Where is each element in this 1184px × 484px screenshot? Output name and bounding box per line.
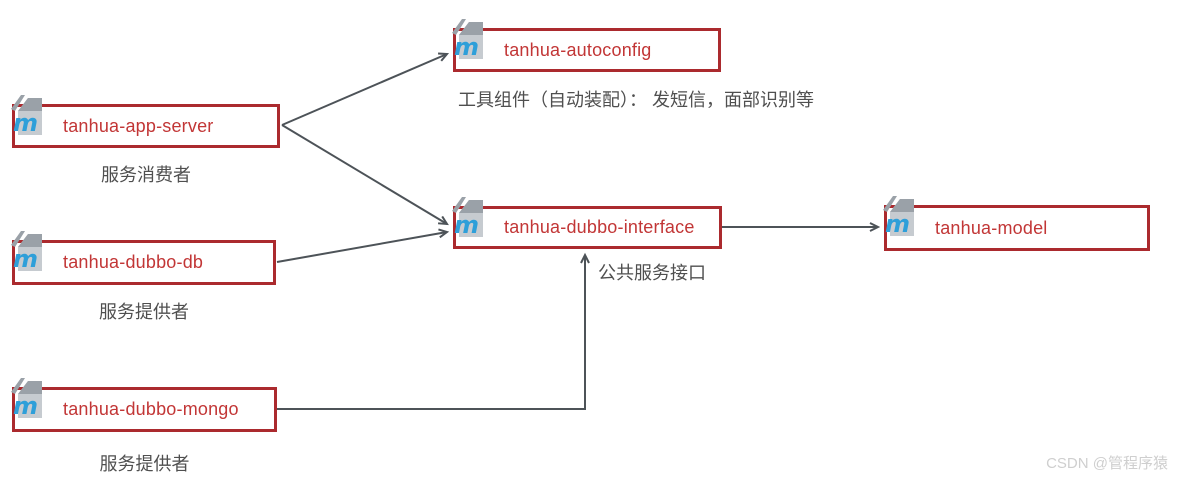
- svg-text:m: m: [885, 210, 910, 238]
- caption-service-provider-db: 服务提供者: [99, 302, 189, 322]
- svg-text:m: m: [13, 392, 38, 420]
- maven-module-icon: m: [452, 19, 483, 61]
- node-tanhua-app-server: m tanhua-app-server: [11, 95, 280, 148]
- svg-text:m: m: [13, 109, 38, 137]
- caption-service-provider-mongo: 服务提供者: [99, 454, 190, 474]
- node-label: tanhua-app-server: [63, 115, 214, 136]
- edge-db-interface: [276, 228, 450, 263]
- svg-text:m: m: [13, 245, 38, 273]
- maven-module-icon: m: [452, 197, 483, 239]
- csdn-watermark: CSDN @管程序猿: [1046, 455, 1168, 472]
- maven-module-icon: m: [11, 95, 42, 137]
- edge-mongo-interface: [277, 252, 590, 410]
- node-label: tanhua-model: [935, 217, 1048, 238]
- node-tanhua-dubbo-mongo: m tanhua-dubbo-mongo: [11, 378, 277, 432]
- maven-module-icon: m: [11, 231, 42, 273]
- maven-module-icon: m: [883, 196, 914, 238]
- caption-autoconfig-tools: 工具组件（自动装配）： 发短信，面部识别等: [458, 90, 814, 110]
- node-label: tanhua-dubbo-interface: [504, 217, 695, 237]
- node-label: tanhua-dubbo-mongo: [63, 399, 239, 419]
- caption-public-service-interface: 公共服务接口: [598, 263, 706, 283]
- maven-module-icon: m: [11, 378, 42, 420]
- svg-text:m: m: [454, 33, 479, 61]
- caption-service-consumer: 服务消费者: [101, 165, 191, 185]
- node-tanhua-autoconfig: m tanhua-autoconfig: [452, 19, 721, 72]
- node-label: tanhua-autoconfig: [504, 39, 652, 60]
- node-tanhua-dubbo-db: m tanhua-dubbo-db: [11, 231, 276, 285]
- edge-appserver-interface: [281, 124, 449, 226]
- node-tanhua-model: m tanhua-model: [883, 196, 1150, 251]
- node-tanhua-dubbo-interface: m tanhua-dubbo-interface: [452, 197, 722, 249]
- svg-text:m: m: [454, 211, 479, 239]
- edge-appserver-autoconfig: [281, 52, 450, 126]
- node-label: tanhua-dubbo-db: [63, 252, 204, 272]
